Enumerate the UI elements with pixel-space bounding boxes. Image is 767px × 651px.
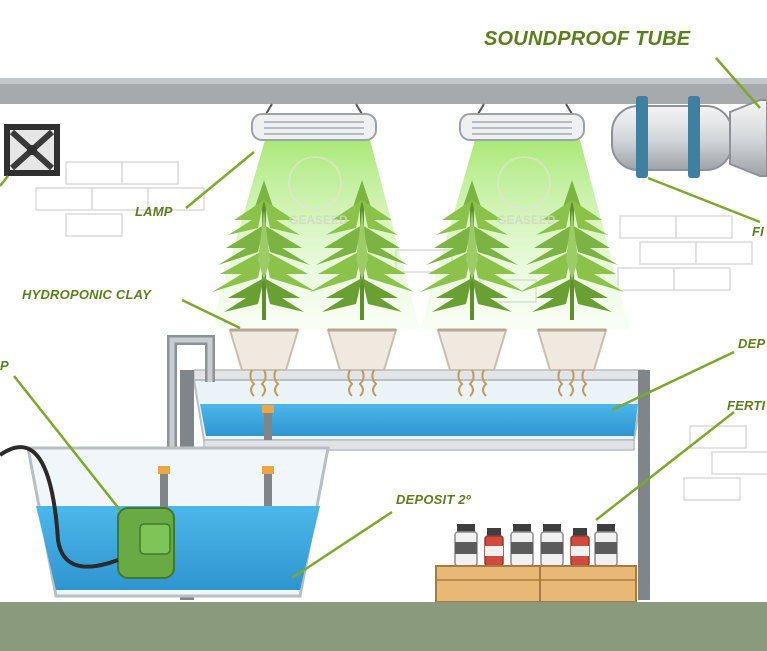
watermark-text-right: GEASEED [497,213,556,227]
upper-tray-deposit [192,369,646,451]
lower-reservoir [26,446,330,598]
label-hydroponic-clay: HYDROPONIC CLAY [22,287,152,302]
grow-lamps [251,103,585,141]
label-deposit-1: DEP [738,336,766,351]
label-filter: FI [752,224,764,239]
watermark-text-left: GEASEED [289,213,348,227]
label-lamp: LAMP [135,204,173,219]
label-pump: P [0,358,9,373]
fertilizer-bottles [435,523,637,603]
label-soundproof-tube: SOUNDPROOF TUBE [484,28,691,50]
soundproof-tube-filter [611,96,767,178]
water-pump [0,445,175,579]
floor [0,602,767,651]
label-fertilizer: FERTI [727,398,766,413]
watermark-logo [288,156,551,210]
leader-lines [0,57,761,580]
exhaust-fan [4,124,60,176]
label-deposit-2: DEPOSIT 2º [396,492,471,507]
